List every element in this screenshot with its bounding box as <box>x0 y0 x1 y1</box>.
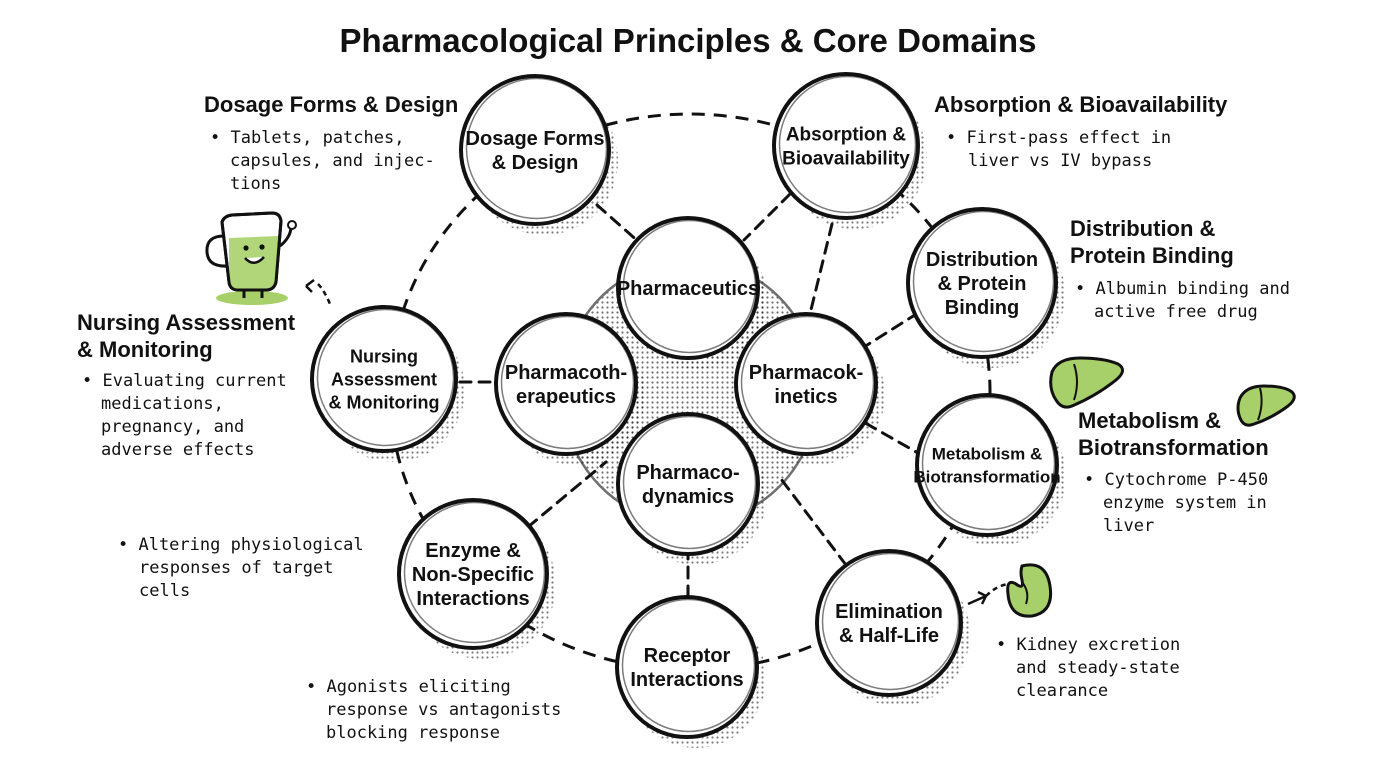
node-pharmacotherapeutics-circle <box>494 312 638 456</box>
node-absorption: Absorption &Bioavailability <box>772 72 927 229</box>
node-dosage: Dosage Forms& Design <box>459 74 618 235</box>
node-pharmacotherapeutics: Pharmacoth-erapeutics <box>494 312 645 465</box>
node-metabolism-sketch-line <box>921 396 1056 531</box>
page-title: Pharmacological Principles & Core Domain… <box>340 22 1037 59</box>
node-absorption-circle <box>772 72 920 220</box>
node-absorption-sketch-line <box>778 75 917 214</box>
node-pharmacokinetics-sketch-line <box>740 315 875 450</box>
annotation-dosage-heading: Dosage Forms & Design <box>204 92 458 117</box>
annotation-absorption-heading: Absorption & Bioavailability <box>934 92 1228 117</box>
annotation-nursing: Nursing Assessment& Monitoring • Evaluat… <box>77 310 296 460</box>
annotation-dosage-bullet: • Tablets, patches,capsules, and injec-t… <box>210 128 435 194</box>
node-receptor-sketch-line <box>621 598 756 733</box>
annotation-nursing-heading: Nursing Assessment& Monitoring <box>77 310 296 362</box>
liver-icon <box>1236 384 1296 427</box>
annotation-absorption: Absorption & Bioavailability • First-pas… <box>934 92 1228 171</box>
annotation-dosage: Dosage Forms & Design • Tablets, patches… <box>204 92 458 194</box>
coffee-mug-icon <box>205 211 332 305</box>
node-pharmacotherapeutics-label: Pharmacoth-erapeutics <box>505 362 627 408</box>
liver-icon <box>1049 356 1124 409</box>
node-pharmacotherapeutics-sketch-line <box>500 315 635 450</box>
node-distribution-sketch-line <box>912 210 1055 353</box>
diagram-nodes: PharmaceuticsPharmacoth-erapeuticsPharma… <box>310 72 1066 748</box>
node-receptor-circle <box>615 595 759 739</box>
node-elimination-sketch-line <box>821 552 960 691</box>
node-pharmacokinetics-circle <box>734 312 878 456</box>
node-nursing-circle <box>310 305 458 453</box>
node-pharmaceutics-circle <box>616 216 760 360</box>
node-pharmacodynamics-sketch-line <box>622 415 757 550</box>
node-pharmaceutics: Pharmaceutics <box>616 216 767 369</box>
node-absorption-label: Absorption &Bioavailability <box>782 125 910 170</box>
annotation-distribution-heading: Distribution &Protein Binding <box>1070 216 1234 268</box>
node-pharmacodynamics-label: Pharmaco-dynamics <box>636 462 739 508</box>
node-elimination-circle <box>815 549 963 697</box>
node-nursing-sketch-line <box>316 308 455 447</box>
node-metabolism: Metabolism &Biotransformation <box>913 393 1066 546</box>
annotation-metabolism: Metabolism &Biotransformation • Cytochro… <box>1078 408 1269 536</box>
node-dosage-label: Dosage Forms& Design <box>466 128 605 174</box>
node-pharmacodynamics: Pharmaco-dynamics <box>616 412 767 565</box>
node-pharmacodynamics-circle <box>616 412 760 556</box>
node-distribution-circle <box>906 207 1058 359</box>
node-enzyme-circle <box>397 498 549 650</box>
node-dosage-sketch-line <box>465 77 608 220</box>
node-pharmacokinetics: Pharmacok-inetics <box>734 312 885 465</box>
node-dosage-circle <box>459 74 611 226</box>
node-pharmaceutics-sketch-line <box>622 219 757 354</box>
node-enzyme-sketch-line <box>403 501 546 644</box>
node-elimination: Elimination& Half-Life <box>815 549 970 706</box>
annotation-distribution: Distribution &Protein Binding • Albumin … <box>1070 216 1290 322</box>
kidney-icon <box>967 563 1053 618</box>
node-elimination-label: Elimination& Half-Life <box>835 601 943 647</box>
node-pharmaceutics-label: Pharmaceutics <box>617 278 759 300</box>
node-metabolism-label: Metabolism &Biotransformation <box>913 444 1060 486</box>
annotation-metabolism-heading: Metabolism &Biotransformation <box>1078 408 1269 460</box>
node-pharmacokinetics-label: Pharmacok-inetics <box>749 362 864 408</box>
node-metabolism-circle <box>915 393 1059 537</box>
